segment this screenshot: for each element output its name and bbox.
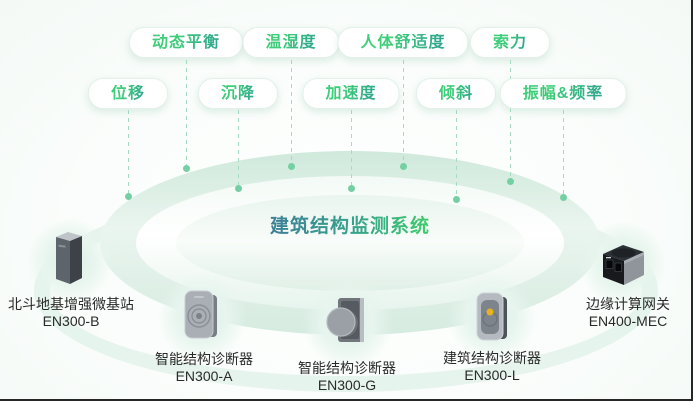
sensor-tag-label: 动态平衡 (151, 34, 221, 51)
connector-settlement (235, 110, 242, 192)
device-model: EN400-MEC (588, 313, 668, 329)
device-model: EN300-G (317, 377, 377, 393)
platter-inner-ellipse (176, 195, 524, 291)
sensor-tag-acceleration: 加速度 (302, 78, 400, 109)
device-label-en400mec: 边缘计算网关 EN400-MEC (586, 296, 670, 330)
connector-tilt (453, 110, 460, 203)
connector-dynamic-balance (183, 60, 190, 172)
connector-amplitude-frequency (560, 110, 567, 201)
beidou-base-station-icon (52, 230, 86, 291)
structure-diagnoser-g-icon (324, 294, 370, 355)
device-name: 智能结构诊断器 (155, 351, 253, 367)
device-name: 边缘计算网关 (586, 296, 670, 312)
connector-cable-force (507, 60, 514, 185)
sensor-tag-label: 温湿度 (265, 34, 317, 51)
sensor-tag-label: 振幅&频率 (522, 85, 604, 102)
sensor-tag-amplitude-frequency: 振幅&频率 (499, 78, 627, 109)
sensor-tag-label: 位移 (110, 85, 146, 102)
diagram-title: 建筑结构监测系统 (270, 211, 430, 238)
device-model: EN300-L (464, 367, 520, 383)
edge-gateway-icon (597, 241, 649, 292)
structure-diagnoser-a-icon (182, 289, 222, 346)
device-label-en300a: 智能结构诊断器 EN300-A (155, 351, 253, 385)
connector-human-comfort (400, 60, 407, 170)
sensor-tag-label: 索力 (492, 34, 528, 51)
sensor-tag-label: 倾斜 (438, 85, 474, 102)
sensor-tag-cable-force: 索力 (469, 27, 551, 58)
device-name: 北斗地基增强微基站 (8, 296, 134, 312)
connector-temp-humidity (288, 60, 295, 170)
sensor-tag-label: 人体舒适度 (360, 34, 446, 51)
device-model: EN300-B (42, 313, 100, 329)
device-label-en300l: 建筑结构诊断器 EN300-L (443, 350, 541, 384)
sensor-tag-temp-humidity: 温湿度 (242, 27, 340, 58)
device-label-en300b: 北斗地基增强微基站 EN300-B (8, 296, 134, 330)
sensor-tag-label: 加速度 (325, 85, 377, 102)
sensor-tag-settlement: 沉降 (197, 78, 279, 109)
device-label-en300g: 智能结构诊断器 EN300-G (298, 360, 396, 394)
device-model: EN300-A (175, 368, 233, 384)
sensor-tag-tilt: 倾斜 (415, 78, 497, 109)
device-name: 建筑结构诊断器 (443, 350, 541, 366)
sensor-tag-dynamic-balance: 动态平衡 (128, 27, 244, 58)
sensor-tag-label: 沉降 (220, 85, 256, 102)
structure-diagnoser-l-icon (473, 291, 511, 348)
sensor-tag-displacement: 位移 (87, 78, 169, 109)
sensor-tag-human-comfort: 人体舒适度 (337, 27, 469, 58)
connector-acceleration (348, 110, 355, 192)
connector-displacement (125, 110, 132, 200)
device-name: 智能结构诊断器 (298, 360, 396, 376)
